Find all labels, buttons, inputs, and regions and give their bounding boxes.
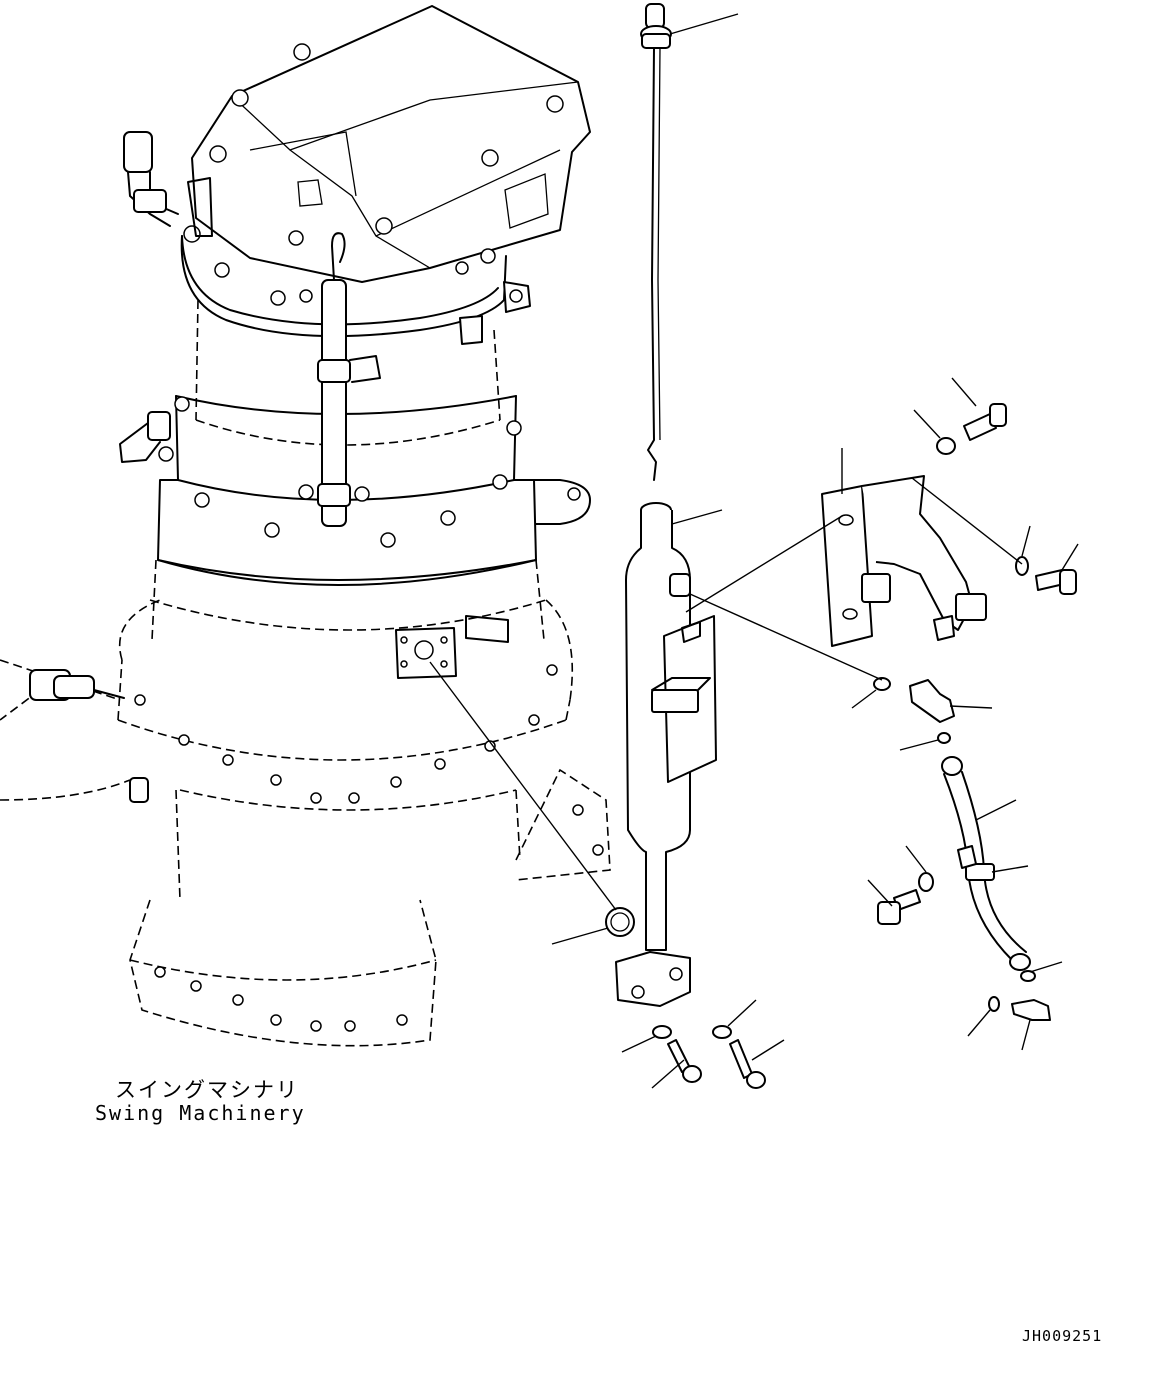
flange-fasteners xyxy=(652,1025,766,1089)
swing-machinery-label-en: Swing Machinery xyxy=(95,1101,306,1125)
hose xyxy=(941,756,1031,971)
swing-machinery-label-jp: スイングマシナリ xyxy=(115,1078,299,1102)
lower-elbow xyxy=(988,970,1051,1021)
bracket-fasteners xyxy=(936,403,1077,595)
flange-bolts xyxy=(158,396,522,548)
leader-lines xyxy=(429,13,1079,1089)
motor-fittings-left xyxy=(123,131,213,237)
oil-level-pipe xyxy=(615,502,717,1007)
drawing-number: JH009251 xyxy=(1022,1327,1103,1345)
drain-port-plate xyxy=(395,615,509,679)
o-ring xyxy=(605,907,635,937)
hose-clamp-fasteners xyxy=(877,872,934,925)
cover-bolts xyxy=(183,43,564,306)
motor-cover xyxy=(191,5,591,283)
motor-gauge-tube xyxy=(317,232,381,527)
dipstick xyxy=(640,3,672,481)
bracket xyxy=(821,475,987,647)
elbow-fitting xyxy=(873,677,955,744)
housing-holes xyxy=(134,664,604,1032)
swing-machinery-assembly xyxy=(0,5,611,1047)
